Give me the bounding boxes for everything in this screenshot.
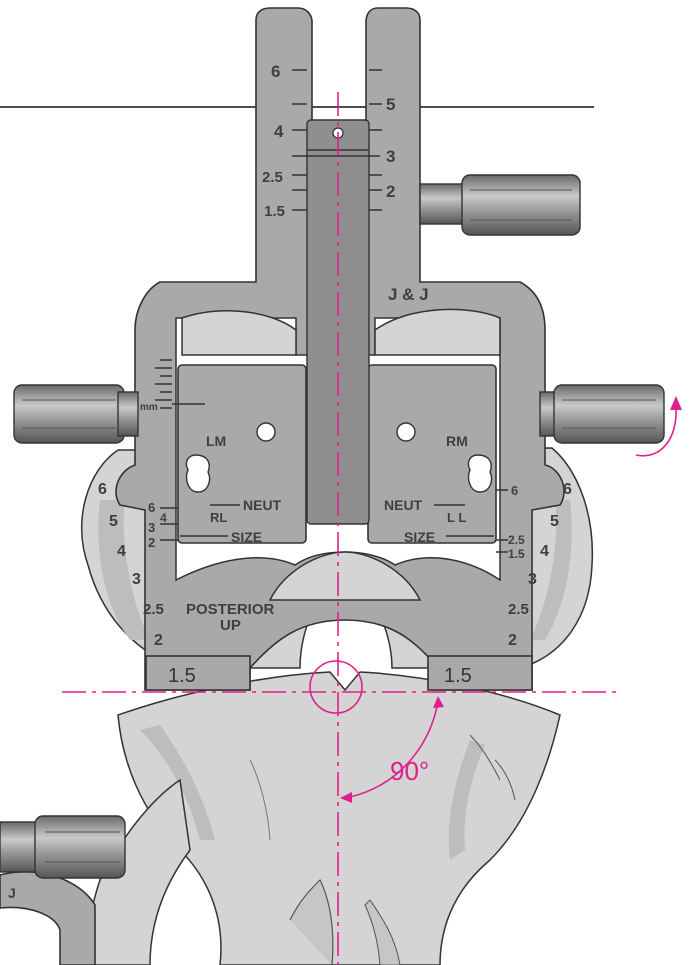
arrowhead-up-icon xyxy=(433,696,444,708)
foot-label-right: 1.5 xyxy=(444,665,472,687)
stem-scale-right: 2 xyxy=(386,182,395,201)
stem-scale-right: 5 xyxy=(386,95,395,114)
side-scale-right: 6 xyxy=(563,481,572,498)
angle-arc xyxy=(349,701,439,798)
side-scale-right: 3 xyxy=(528,571,537,588)
mm-ruler xyxy=(155,359,205,409)
inner-scale-left: 4 xyxy=(160,511,167,525)
tibia xyxy=(86,671,561,965)
side-scale-left: 6 xyxy=(98,481,107,498)
up-label: UP xyxy=(220,617,241,634)
stem-scale-left: 6 xyxy=(271,62,280,81)
stem-scale-right: 3 xyxy=(386,147,395,166)
size-left-label: SIZE xyxy=(231,529,262,545)
inner-scale-left: 3 xyxy=(148,520,155,535)
right-knob xyxy=(539,384,665,444)
rm-label: RM xyxy=(446,433,468,449)
arrowhead-left-icon xyxy=(340,792,352,803)
foot-label-left: 1.5 xyxy=(168,665,196,687)
side-scale-left: 2.5 xyxy=(143,601,164,618)
inner-scale-right: 6 xyxy=(511,483,518,498)
inner-scale-left: 6 xyxy=(148,500,155,515)
side-scale-right: 2.5 xyxy=(508,601,529,618)
lm-label: LM xyxy=(206,433,226,449)
side-scale-left: 3 xyxy=(132,571,141,588)
side-scale-right: 2 xyxy=(508,632,517,649)
brand-label: J & J xyxy=(388,285,429,304)
inner-scale-right: 2.5 xyxy=(508,533,525,547)
stem-scale-left: 2.5 xyxy=(262,169,283,186)
size-right-label: SIZE xyxy=(404,529,435,545)
posterior-label: POSTERIOR xyxy=(186,601,275,618)
rl-label: RL xyxy=(210,510,227,525)
brand-partial-label: J xyxy=(8,885,16,901)
angle-label: 90° xyxy=(390,756,429,786)
left-knob xyxy=(13,384,139,444)
instrument-labels: J & J LM RM NEUT NEUT RL L L SIZE SIZE P… xyxy=(98,62,572,687)
stem-scale-left: 4 xyxy=(274,122,284,141)
alignment-annotations: 90° xyxy=(62,92,682,965)
side-scale-left: 2 xyxy=(154,632,163,649)
rotation-arrow xyxy=(635,404,677,457)
side-scale-left: 4 xyxy=(117,543,126,560)
stem-scale-left: 1.5 xyxy=(264,203,285,220)
side-scale-left: 5 xyxy=(109,513,118,530)
mm-label: mm xyxy=(140,402,158,413)
ll-label: L L xyxy=(447,510,466,525)
balancer-instrument xyxy=(115,7,565,691)
side-scale-right: 5 xyxy=(550,513,559,530)
neut-left-label: NEUT xyxy=(243,497,282,513)
inner-scale-right: 1.5 xyxy=(508,547,525,561)
center-circle xyxy=(309,660,363,714)
neut-right-label: NEUT xyxy=(384,497,423,513)
inner-scale-left: 2 xyxy=(148,535,155,550)
side-scale-right: 4 xyxy=(540,543,549,560)
secondary-instrument: J xyxy=(0,815,126,965)
right-upper-knob xyxy=(419,174,581,236)
rotation-arrowhead-icon xyxy=(670,396,682,410)
